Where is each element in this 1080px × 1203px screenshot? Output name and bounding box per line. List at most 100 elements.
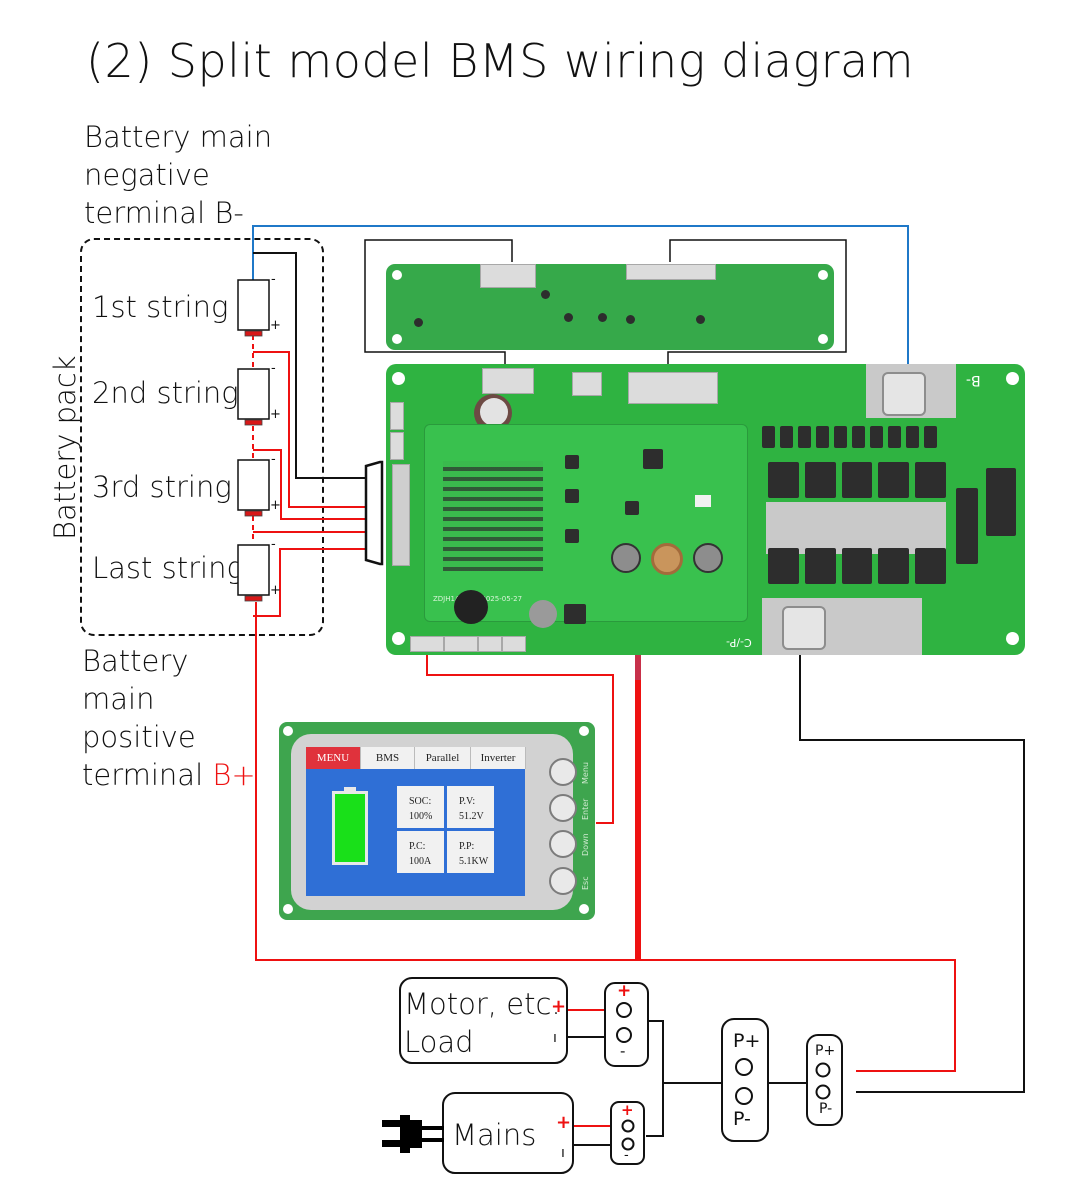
mount-hole <box>1006 372 1019 385</box>
led-indicator <box>626 315 635 324</box>
cell-2-minus: - <box>271 361 276 376</box>
mains-label: Mains <box>452 1118 537 1152</box>
battery-level-icon <box>332 787 368 865</box>
ribbon-cable-right <box>667 239 847 368</box>
balance-resistor-array <box>443 461 543 571</box>
mains-box <box>442 1092 574 1174</box>
ic-chip <box>565 489 579 503</box>
side-connector <box>390 402 404 430</box>
battery-pack-outline <box>80 238 324 636</box>
b-plus-marker: B+ <box>212 758 256 792</box>
top-connector-mid <box>572 372 602 396</box>
display-module: MENU BMS Parallel Inverter SOC:100% P.V:… <box>279 722 595 920</box>
coin-cell <box>480 398 508 426</box>
tab-parallel[interactable]: Parallel <box>415 747 471 769</box>
positive-terminal-line-1: Battery <box>82 644 189 678</box>
mains-terminal-plus <box>621 1119 635 1133</box>
p-plus-label: P+ <box>733 1030 761 1052</box>
p-terminal-block <box>721 1018 769 1142</box>
interface-board <box>386 264 834 350</box>
component <box>695 495 711 507</box>
p-plus-terminal <box>735 1058 753 1076</box>
bms-main-board: ZDJH1A_V1.2 2025-05-27 B- C-/P- <box>386 364 1025 655</box>
menu-button[interactable] <box>549 758 577 786</box>
mosfet-row-top <box>768 462 946 498</box>
mount-hole <box>818 334 828 344</box>
top-connector-left <box>482 368 534 394</box>
ic-chip <box>565 455 579 469</box>
sense-wire-4 <box>253 548 366 617</box>
heatsink-bar <box>766 502 946 554</box>
display-screen: MENU BMS Parallel Inverter SOC:100% P.V:… <box>306 747 526 896</box>
load-label-line-1: Motor, etc. <box>404 987 561 1021</box>
ribbon-cable-left <box>364 239 513 368</box>
reading-value: 100A <box>409 856 432 867</box>
led-indicator <box>696 315 705 324</box>
b-minus-bolt <box>882 372 926 416</box>
load-label-line-2: Load <box>404 1025 474 1059</box>
screen-tab-bar: MENU BMS Parallel Inverter <box>306 747 526 769</box>
down-button[interactable] <box>549 830 577 858</box>
string-label-2: 2nd string <box>92 376 239 410</box>
led-indicator <box>564 313 573 322</box>
capacitor <box>454 590 488 624</box>
bms-p-minus-terminal <box>815 1084 831 1100</box>
cell-sampling-connector <box>392 464 410 566</box>
mains-terminal-block <box>610 1101 645 1165</box>
p-minus-label: P- <box>733 1108 751 1130</box>
bms-p-minus-label: P- <box>819 1101 833 1117</box>
tab-inverter[interactable]: Inverter <box>471 747 526 769</box>
toroidal-inductor <box>651 543 683 575</box>
mains-minus-marker: ı <box>561 1145 565 1161</box>
enter-button[interactable] <box>549 794 577 822</box>
mount-hole <box>392 632 405 645</box>
reading-pv: P.V:51.2V <box>447 786 494 828</box>
mount-hole <box>392 334 402 344</box>
mount-hole <box>392 372 405 385</box>
battery-cap <box>344 787 356 791</box>
p-minus-terminal <box>735 1087 753 1105</box>
positive-terminal-line-4: terminal B+ <box>82 756 256 794</box>
battery-cell-1 <box>237 279 270 337</box>
load-terminal-plus <box>616 1002 632 1018</box>
resistor-row <box>762 426 948 448</box>
bottom-connector-2 <box>444 636 478 652</box>
positive-terminal-line-3: positive <box>82 720 196 754</box>
load-terminal-minus <box>616 1027 632 1043</box>
bms-p-plus-terminal <box>815 1062 831 1078</box>
load-box <box>399 977 568 1064</box>
mains-terminal-minus <box>621 1137 635 1151</box>
bms-p-plus-label: P+ <box>815 1043 836 1059</box>
string-label-1: 1st string <box>92 290 229 324</box>
mount-hole <box>579 726 589 736</box>
inductor-f <box>611 543 641 573</box>
sampling-connector-plug <box>364 460 384 566</box>
string-label-4: Last string <box>92 551 244 585</box>
ic-chip <box>564 604 586 624</box>
mount-hole <box>283 726 293 736</box>
load-terminal-block <box>604 982 649 1067</box>
load-terminal-minus-label: - <box>620 1042 626 1060</box>
load-minus-marker: ı <box>553 1030 557 1046</box>
esc-button[interactable] <box>549 867 577 895</box>
tab-bms[interactable]: BMS <box>361 747 415 769</box>
mcu-chip <box>643 449 663 469</box>
load-terminal-plus-label: + <box>617 981 632 1001</box>
reading-label: P.P: <box>459 841 475 852</box>
reading-soc: SOC:100% <box>397 786 444 828</box>
tab-menu[interactable]: MENU <box>306 747 361 769</box>
mount-hole <box>579 904 589 914</box>
reading-label: P.V: <box>459 796 476 807</box>
bottom-connector-1 <box>410 636 444 652</box>
button-label-enter: Enter <box>581 798 590 820</box>
load-plus-marker: + <box>551 996 567 1017</box>
b-plus-wire <box>255 602 956 1072</box>
reading-pp: P.P:5.1KW <box>447 831 494 873</box>
sense-wire-2 <box>253 449 366 520</box>
cell-1-plus: + <box>270 318 281 333</box>
power-plug-icon <box>382 1115 444 1153</box>
control-daughter-board: ZDJH1A_V1.2 2025-05-27 <box>424 424 748 622</box>
reading-label: SOC: <box>409 796 432 807</box>
positive-terminal-prefix: terminal <box>82 758 213 792</box>
